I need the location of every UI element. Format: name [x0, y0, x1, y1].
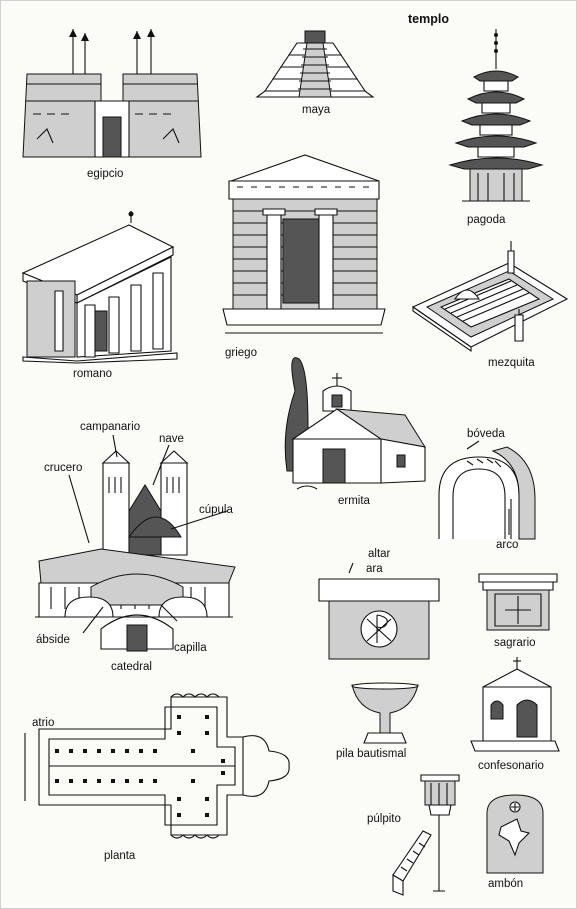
- greek-temple-illustration: [223, 153, 385, 341]
- label-altar: altar: [368, 548, 391, 560]
- label-pila-bautismal: pila bautismal: [336, 748, 407, 760]
- label-pulpito: púlpito: [367, 813, 401, 825]
- label-cupula: cúpula: [199, 504, 233, 516]
- label-pagoda: pagoda: [467, 214, 506, 226]
- page-title: templo: [408, 12, 449, 26]
- mosque-illustration: [411, 241, 571, 351]
- label-ermita: ermita: [338, 495, 370, 507]
- label-atrio: atrio: [32, 717, 55, 729]
- label-arco: arco: [496, 539, 519, 551]
- label-catedral: catedral: [111, 661, 152, 673]
- pagoda-illustration: [448, 29, 544, 207]
- label-boveda: bóveda: [467, 428, 505, 440]
- label-abside: ábside: [36, 634, 70, 646]
- label-ambon: ambón: [488, 878, 524, 890]
- egyptian-temple-illustration: [23, 29, 201, 161]
- confessional-illustration: [469, 657, 561, 753]
- roman-temple-illustration: [19, 211, 179, 363]
- altar-illustration: [319, 579, 439, 661]
- pulpit-illustration: [393, 771, 465, 897]
- label-planta: planta: [104, 850, 136, 862]
- cathedral-illustration: [31, 437, 237, 659]
- label-egipcio: egipcio: [87, 168, 124, 180]
- label-campanario: campanario: [80, 421, 141, 433]
- vault-arch-illustration: [433, 439, 545, 543]
- hermitage-chapel-illustration: [277, 351, 429, 497]
- floor-plan-illustration: [21, 691, 297, 841]
- label-capilla: capilla: [174, 642, 207, 654]
- label-mezquita: mezquita: [488, 357, 535, 369]
- tabernacle-illustration: [479, 574, 557, 632]
- label-griego: griego: [225, 347, 257, 359]
- ambo-illustration: [485, 793, 545, 875]
- label-crucero: crucero: [44, 462, 83, 474]
- label-sagrario: sagrario: [494, 637, 536, 649]
- label-ara: ara: [366, 563, 383, 575]
- label-romano: romano: [73, 368, 112, 380]
- label-maya: maya: [302, 104, 331, 116]
- maya-pyramid-illustration: [251, 29, 379, 99]
- label-confesonario: confesonario: [478, 760, 544, 772]
- baptismal-font-illustration: [350, 683, 420, 745]
- label-nave: nave: [159, 433, 184, 445]
